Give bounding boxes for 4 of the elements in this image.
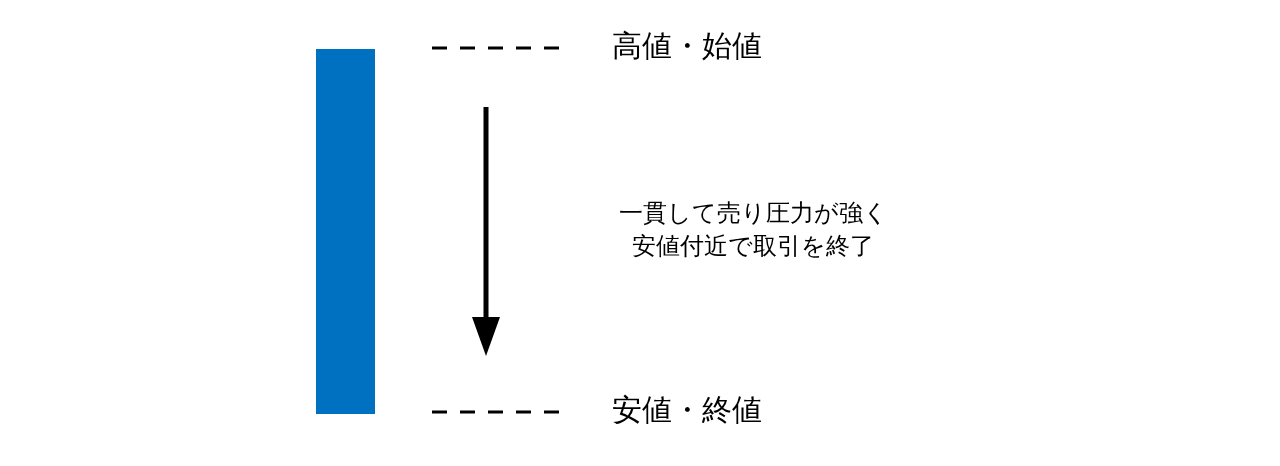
price-label: 安値・終値 xyxy=(612,391,762,429)
annotation-text: 一貫して売り圧力が強く安値付近で取引を終了 xyxy=(617,198,889,262)
price-label: 高値・始値 xyxy=(612,27,762,65)
candlestick-bar xyxy=(316,49,375,414)
